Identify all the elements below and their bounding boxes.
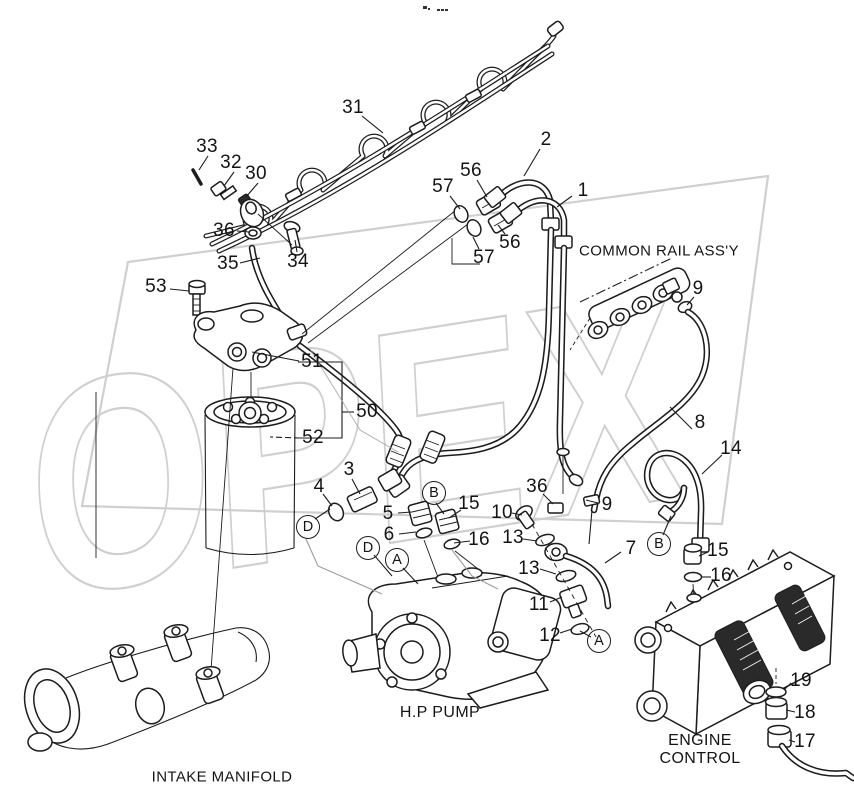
return-hose-8-drawing	[547, 312, 707, 545]
callout-1: 1	[577, 180, 589, 201]
callout-3: 3	[343, 459, 355, 480]
label-common-rail-ass-y: COMMON RAIL ASS'Y	[579, 242, 739, 260]
callout-36: 36	[526, 476, 548, 497]
label-h-p-pump: H.P PUMP	[399, 704, 481, 721]
callout-56: 56	[460, 160, 482, 181]
callout-33: 33	[196, 136, 218, 157]
ref-circle-a: A	[385, 548, 409, 572]
label-engine: ENGINE	[668, 732, 732, 749]
callout-36: 36	[213, 220, 235, 241]
callout-56: 56	[499, 232, 521, 253]
callout-16: 16	[468, 529, 490, 550]
callout-52: 52	[302, 427, 324, 448]
braided-sleeve	[385, 430, 446, 468]
callout-19: 19	[790, 670, 812, 691]
ref-circle-b: B	[647, 532, 671, 556]
banjo-fitting-group-drawing	[191, 168, 304, 334]
callout-6: 6	[383, 524, 395, 545]
callout-15: 15	[707, 540, 729, 561]
callout-50: 50	[356, 401, 378, 422]
callout-34: 34	[287, 251, 309, 272]
engine-control-unit-drawing	[634, 548, 854, 778]
assembly-zone-lines	[305, 348, 499, 595]
callout-9: 9	[692, 278, 704, 299]
fuel-filter-drawing	[95, 279, 308, 671]
overflow-pipe-drawing	[515, 505, 608, 638]
callout-8: 8	[694, 412, 706, 433]
print-artifacts	[423, 6, 448, 11]
callout-4: 4	[313, 476, 325, 497]
common-rail-drawing	[569, 257, 693, 351]
callout-13: 13	[518, 558, 540, 579]
callout-14: 14	[720, 438, 742, 459]
callout-17: 17	[794, 731, 816, 752]
callout-18: 18	[794, 702, 816, 723]
callout-53: 53	[145, 276, 167, 297]
callout-51: 51	[301, 351, 323, 372]
ref-circle-d: D	[356, 536, 380, 560]
callout-30: 30	[245, 163, 267, 184]
leader-lines	[169, 115, 796, 743]
injection-pipe-assembly-drawing	[206, 20, 564, 251]
hp-pump-drawing	[342, 567, 562, 709]
callout-16: 16	[710, 565, 732, 586]
callout-13: 13	[502, 527, 524, 548]
callout-12: 12	[539, 625, 561, 646]
intake-manifold-drawing	[23, 623, 271, 752]
label-intake-manifold: INTAKE MANIFOLD	[151, 768, 293, 786]
callout-10: 10	[491, 502, 513, 523]
callout-57: 57	[473, 247, 495, 268]
label-control: CONTROL	[659, 750, 741, 767]
callout-31: 31	[342, 97, 364, 118]
callout-35: 35	[217, 253, 239, 274]
callout-5: 5	[382, 503, 394, 524]
callout-15: 15	[458, 493, 480, 514]
supply-hoses-drawing	[300, 183, 584, 498]
ref-circle-a: A	[587, 629, 611, 653]
callout-32: 32	[220, 152, 242, 173]
callout-2: 2	[540, 129, 552, 150]
ref-circle-d: D	[296, 515, 320, 539]
ref-circle-b: B	[422, 481, 446, 505]
callout-9: 9	[601, 494, 613, 515]
callout-57: 57	[432, 176, 454, 197]
return-hose-14-drawing	[647, 453, 710, 599]
callout-11: 11	[528, 594, 550, 615]
callout-7: 7	[625, 538, 637, 559]
